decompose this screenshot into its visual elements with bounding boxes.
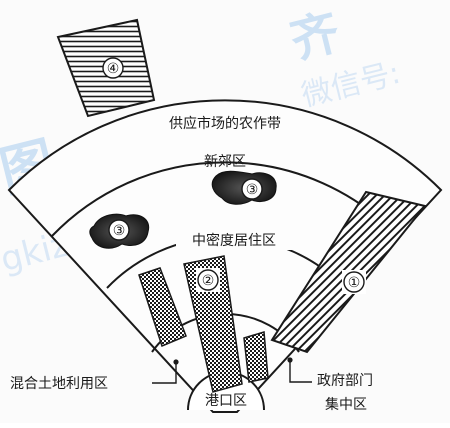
marker-3-lower-circle — [108, 219, 130, 241]
checkered-block-right — [243, 331, 269, 383]
marker-2-circle — [197, 269, 219, 291]
label-outer-belt: 供应市场的农作带 — [169, 115, 281, 132]
label-gov-line2: 集中区 — [325, 396, 367, 413]
label-mid-density-bg — [176, 229, 292, 250]
marker-1-label: ① — [348, 275, 361, 291]
marker-2-label: ② — [202, 273, 215, 289]
label-mid-density: 中密度居住区 — [192, 232, 276, 249]
label-mixed-use: 混合土地利用区 — [10, 376, 108, 392]
label-gov-line1: 政府部门 — [317, 373, 373, 389]
mixed-use-leader-line — [152, 362, 177, 384]
marker-1-circle — [343, 271, 365, 293]
label-port: 港口区 — [205, 393, 247, 409]
marker-4-circle — [102, 57, 124, 79]
marker-4-label: ④ — [107, 61, 120, 77]
gov-leader-line — [289, 360, 312, 383]
marker-3-lower-label: ③ — [113, 223, 126, 239]
marker-3-upper-circle — [241, 178, 263, 200]
label-suburb: 新郊区 — [204, 153, 246, 170]
outer-belt-boundary — [7, 99, 443, 413]
checkered-block-left — [138, 267, 187, 348]
marker-3-upper-label: ③ — [246, 182, 259, 198]
suburb-ring-boundary — [51, 161, 399, 237]
watermark-qi: 齐 — [285, 4, 345, 70]
